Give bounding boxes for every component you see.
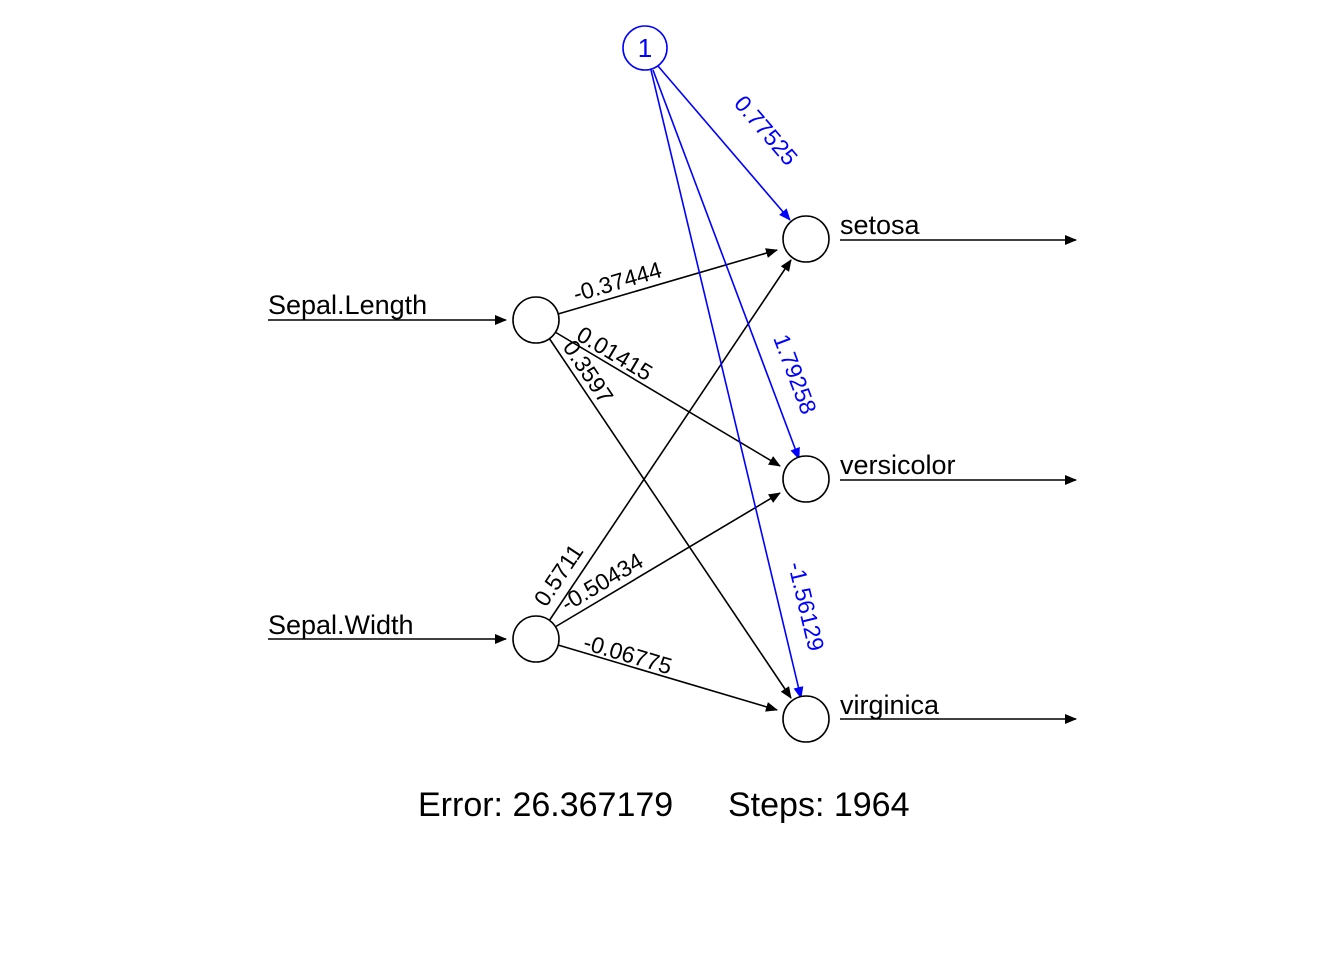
output-node-virginica [782, 695, 830, 743]
input-label-sepal-width: Sepal.Width [268, 610, 414, 640]
bias-node-label: 1 [638, 33, 652, 63]
output-node-setosa [782, 215, 830, 263]
edge-sepal-length-virginica [548, 337, 792, 699]
steps-readout: Steps: 1964 [728, 786, 909, 824]
edge-bias-versicolor [652, 69, 800, 460]
input-node-sepal-width [512, 615, 560, 663]
error-readout: Error: 26.367179 [418, 786, 673, 824]
edge-bias-virginica [650, 69, 804, 699]
edge-sepal-width-virginica [557, 644, 778, 712]
bias-node [622, 25, 668, 71]
output-node-versicolor [782, 455, 830, 503]
output-label-versicolor: versicolor [840, 450, 956, 480]
weight-label-bias-setosa: 0.77525 [729, 90, 803, 170]
weight-label-sepal-width-virginica: -0.06775 [581, 629, 675, 680]
edge-sepal-length-versicolor [554, 331, 781, 467]
edge-sepal-width-setosa [548, 259, 792, 622]
edge-sepal-width-versicolor [554, 492, 781, 628]
edge-bias-setosa [657, 65, 791, 221]
weight-label-sepal-length-setosa: -0.37444 [570, 256, 665, 306]
weight-label-bias-versicolor: 1.79258 [768, 331, 822, 418]
edge-sepal-length-setosa [557, 248, 778, 315]
input-label-sepal-length: Sepal.Length [268, 290, 427, 320]
input-node-sepal-length [512, 296, 560, 344]
weight-label-bias-virginica: -1.56129 [783, 559, 829, 653]
output-label-setosa: setosa [840, 210, 921, 240]
output-label-virginica: virginica [840, 690, 940, 720]
